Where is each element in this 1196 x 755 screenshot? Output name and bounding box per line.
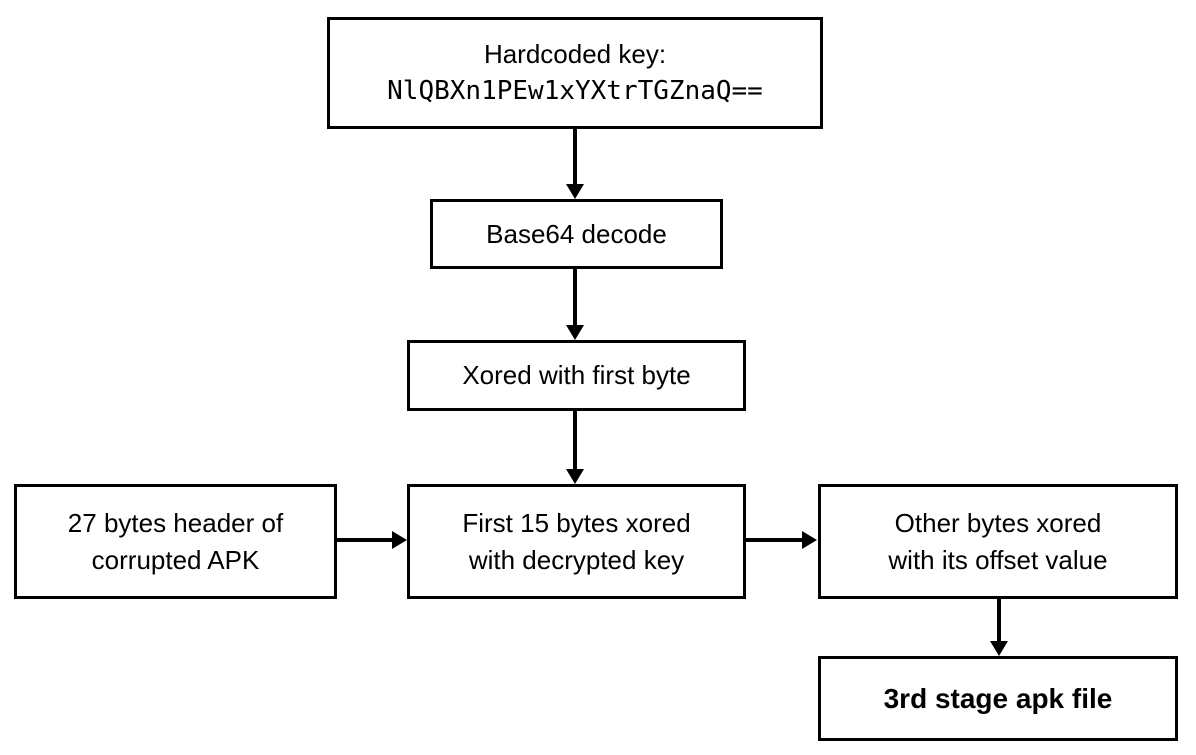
node-corrupted-header-line1: 27 bytes header of — [67, 507, 284, 538]
node-other-bytes-line2: with its offset value — [888, 544, 1108, 575]
arrow-otherbytes-to-stage3-head-icon — [990, 641, 1008, 656]
arrow-first15-to-otherbytes-head-icon — [802, 531, 817, 549]
node-first-15-bytes-line2: with decrypted key — [468, 544, 685, 575]
node-other-bytes-line1: Other bytes xored — [894, 507, 1102, 538]
arrow-header-to-first15-shaft — [335, 538, 394, 542]
node-base64-decode: Base64 decode — [430, 199, 723, 269]
node-first-15-bytes: First 15 bytes xored with decrypted key — [407, 484, 746, 599]
node-hardcoded-key-title: Hardcoded key: — [483, 39, 667, 69]
arrow-xored-to-first15-head-icon — [566, 469, 584, 484]
node-hardcoded-key: Hardcoded key: NlQBXn1PEw1xYXtrTGZnaQ== — [327, 17, 823, 129]
node-third-stage-apk: 3rd stage apk file — [818, 656, 1178, 741]
arrow-base64-to-xored-head-icon — [566, 325, 584, 340]
node-base64-decode-label: Base64 decode — [486, 218, 667, 249]
node-first-15-bytes-line1: First 15 bytes xored — [462, 507, 691, 538]
node-other-bytes: Other bytes xored with its offset value — [818, 484, 1178, 599]
arrow-xored-to-first15-shaft — [573, 409, 577, 471]
node-third-stage-apk-label: 3rd stage apk file — [883, 683, 1113, 714]
arrow-base64-to-xored-shaft — [573, 267, 577, 327]
node-corrupted-header-line2: corrupted APK — [91, 544, 260, 575]
node-hardcoded-key-value: NlQBXn1PEw1xYXtrTGZnaQ== — [387, 76, 763, 106]
arrow-header-to-first15-head-icon — [392, 531, 407, 549]
node-corrupted-header: 27 bytes header of corrupted APK — [14, 484, 337, 599]
arrow-hardcoded-to-base64-shaft — [573, 128, 577, 186]
node-xored-first-byte-label: Xored with first byte — [462, 360, 691, 390]
arrow-otherbytes-to-stage3-shaft — [997, 597, 1001, 643]
node-xored-first-byte: Xored with first byte — [407, 340, 746, 411]
arrow-first15-to-otherbytes-shaft — [743, 538, 804, 542]
arrow-hardcoded-to-base64-head-icon — [566, 184, 584, 199]
